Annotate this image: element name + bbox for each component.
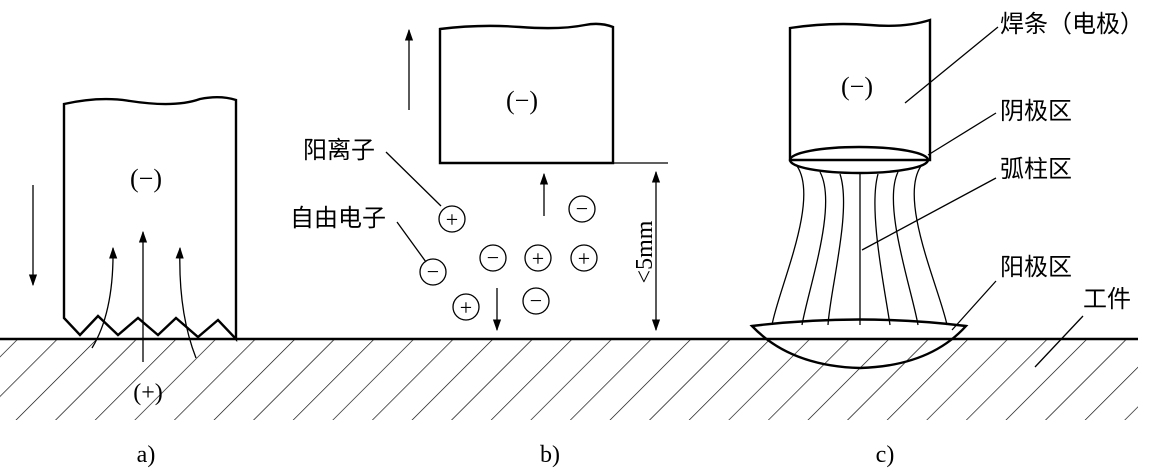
free-electron-label: 自由电子: [290, 204, 386, 232]
panel-b: (−) <5mm 阳离子 自由电子 + − − + +: [290, 22, 668, 468]
electron-2: −: [479, 244, 507, 272]
svg-text:+: +: [446, 207, 458, 232]
electron-1: −: [419, 258, 447, 286]
caption-a: a): [137, 442, 156, 468]
panel-a: (−) (+) a): [28, 96, 238, 468]
electron-3: −: [568, 195, 596, 223]
arc-column-label: 弧柱区: [1000, 155, 1072, 183]
cathode-spot: [788, 145, 930, 175]
cathode-leader: [927, 112, 997, 156]
svg-text:−: −: [427, 259, 439, 284]
electrode-c: [788, 18, 932, 162]
electrode-label: 焊条（电极）: [1000, 10, 1144, 38]
free-electron-leader: [396, 221, 427, 263]
cathode-label: 阴极区: [1000, 97, 1072, 125]
svg-text:+: +: [578, 246, 590, 271]
electrode-a-sign: (−): [130, 164, 162, 193]
arc-column-leader: [861, 177, 997, 251]
electrode-c-sign: (−): [841, 72, 873, 101]
svg-text:−: −: [576, 196, 588, 221]
ion-positive-3: +: [570, 244, 598, 272]
electrode-a: [62, 96, 238, 343]
panel-c: (−) 焊条（电极） 阴极区 弧柱区 阳极区 工件 c): [749, 10, 1144, 468]
anode-label: 阳极区: [1000, 253, 1072, 281]
workpiece-a-sign: (+): [133, 380, 163, 406]
workpiece-ground: [0, 337, 1138, 420]
electrode-b: [438, 22, 615, 165]
workpiece-label: 工件: [1083, 285, 1131, 313]
electron-4: −: [522, 287, 550, 315]
electrode-b-sign: (−): [506, 86, 538, 115]
ion-positive-1: +: [438, 205, 466, 233]
arc-column: [771, 165, 948, 326]
svg-text:−: −: [487, 245, 499, 270]
workpiece-leader: [1034, 315, 1084, 368]
ion-positive-2: +: [524, 244, 552, 272]
ion-positive-4: +: [452, 293, 480, 321]
anode-leader: [951, 280, 997, 331]
svg-text:+: +: [460, 295, 472, 320]
positive-ion-leader: [385, 151, 442, 207]
svg-text:+: +: [532, 246, 544, 271]
caption-b: b): [540, 442, 560, 468]
svg-text:−: −: [530, 288, 542, 313]
emission-arrow-left: [91, 246, 118, 349]
anode-pool: [749, 318, 969, 370]
gap-label: <5mm: [632, 220, 658, 283]
positive-ion-label: 阳离子: [303, 136, 375, 164]
electrode-leader: [904, 26, 999, 104]
emission-arrow-right: [175, 246, 197, 359]
caption-c: c): [876, 442, 895, 468]
